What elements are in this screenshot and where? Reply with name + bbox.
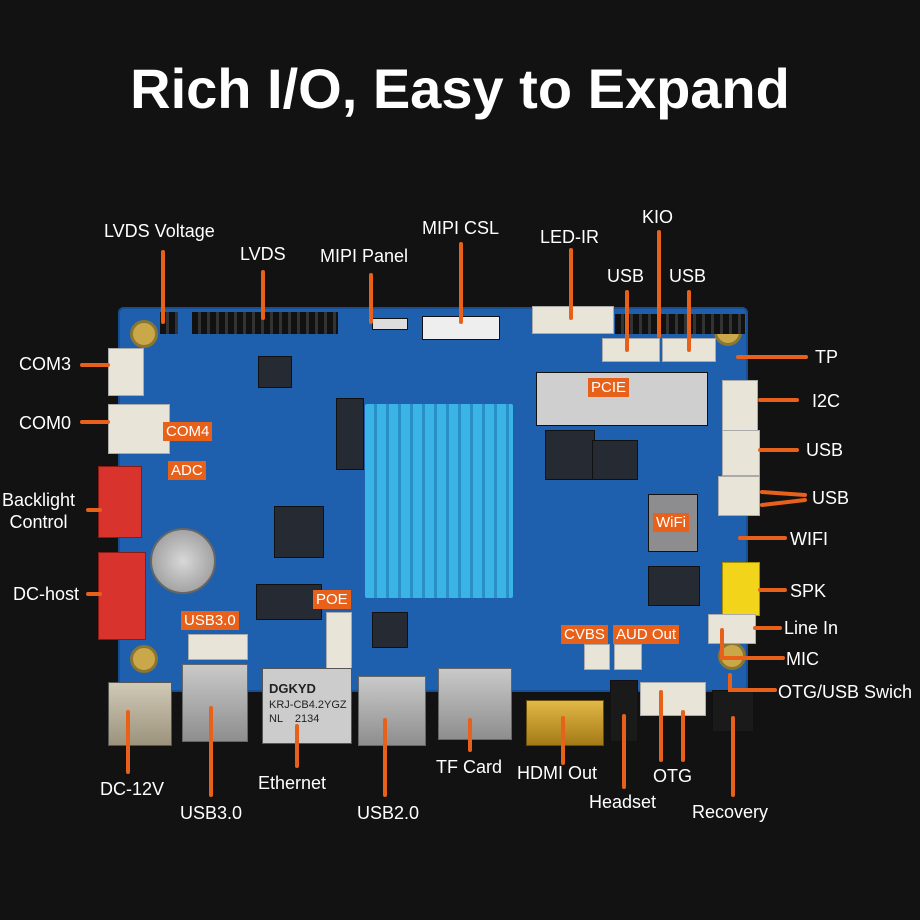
ethernet-model: KRJ-CB4.2YGZ — [269, 699, 347, 711]
dc-jack — [108, 682, 172, 746]
label-usb-top-left: USB — [607, 266, 645, 286]
mipi-panel-connector — [372, 318, 408, 330]
ethernet-port: DGKYD KRJ-CB4.2YGZ NL 2134 — [262, 668, 352, 744]
label-kio: KIO — [642, 207, 674, 227]
label-i2c: I2C — [812, 391, 841, 411]
usb-connector — [718, 476, 760, 516]
label-usb30: USB3.0 — [180, 803, 243, 823]
chip — [372, 612, 408, 648]
aud-out-connector — [614, 644, 642, 670]
label-lvds-voltage: LVDS Voltage — [104, 221, 215, 241]
usb30-header — [188, 634, 248, 660]
chip — [258, 356, 292, 388]
label-com3: COM3 — [19, 354, 72, 374]
tf-card-slot — [438, 668, 512, 740]
ethernet-brand: DGKYD — [269, 681, 316, 696]
label-com0: COM0 — [19, 413, 72, 433]
tag-usb30: USB3.0 — [181, 611, 239, 631]
tag-adc: ADC — [168, 461, 206, 481]
chip — [336, 398, 364, 470]
usb-connector — [722, 430, 760, 476]
chip — [648, 566, 700, 606]
label-spk: SPK — [790, 581, 827, 601]
label-wifi: WIFI — [790, 529, 828, 549]
poe-connector — [326, 612, 352, 670]
chip — [256, 584, 322, 620]
backlight-connector — [98, 466, 142, 538]
page-title: Rich I/O, Easy to Expand — [130, 57, 790, 120]
label-usb-right-1: USB — [806, 440, 844, 460]
usb20-port — [358, 676, 426, 746]
ethernet-code: NL 2134 — [269, 713, 320, 725]
cvbs-connector — [584, 644, 610, 670]
kio-header — [615, 314, 745, 334]
label-otg: OTG — [653, 766, 692, 786]
label-mic: MIC — [786, 649, 819, 669]
lvds-header — [192, 312, 338, 334]
label-usb-top-right: USB — [669, 266, 707, 286]
chip — [274, 506, 324, 558]
tag-cvbs: CVBS — [561, 625, 608, 645]
label-recovery: Recovery — [692, 802, 769, 822]
tag-poe: POE — [313, 590, 351, 610]
chip — [592, 440, 638, 480]
label-usb-right-2: USB — [812, 488, 850, 508]
label-dc-host: DC-host — [13, 584, 80, 604]
label-mipi-csl: MIPI CSL — [422, 218, 500, 238]
label-hdmi-out: HDMI Out — [517, 763, 598, 783]
mount-hole — [130, 320, 158, 348]
com3-connector — [108, 348, 144, 396]
usb30-port — [182, 664, 248, 742]
label-tf-card: TF Card — [436, 757, 503, 777]
tag-wifi: WiFi — [653, 513, 689, 533]
label-tp: TP — [815, 347, 839, 367]
label-ethernet: Ethernet — [258, 773, 327, 793]
tag-pcie: PCIE — [588, 378, 630, 398]
label-otg-usb-switch: OTG/USB Swich — [778, 682, 913, 702]
tag-aud-out: AUD Out — [613, 625, 680, 645]
otg-connector — [640, 682, 706, 716]
mount-hole — [130, 645, 158, 673]
label-dc-12v: DC-12V — [100, 779, 165, 799]
coin-battery — [150, 528, 216, 594]
tag-com4: COM4 — [163, 422, 213, 442]
usb-connector — [602, 338, 660, 362]
label-led-ir: LED-IR — [540, 227, 600, 247]
heatsink — [365, 404, 513, 598]
label-backlight-control: Backlight Control — [2, 490, 76, 532]
label-line-in: Line In — [784, 618, 839, 638]
label-mipi-panel: MIPI Panel — [320, 246, 409, 266]
label-usb20: USB2.0 — [357, 803, 420, 823]
label-lvds: LVDS — [240, 244, 286, 264]
label-headset: Headset — [589, 792, 657, 812]
